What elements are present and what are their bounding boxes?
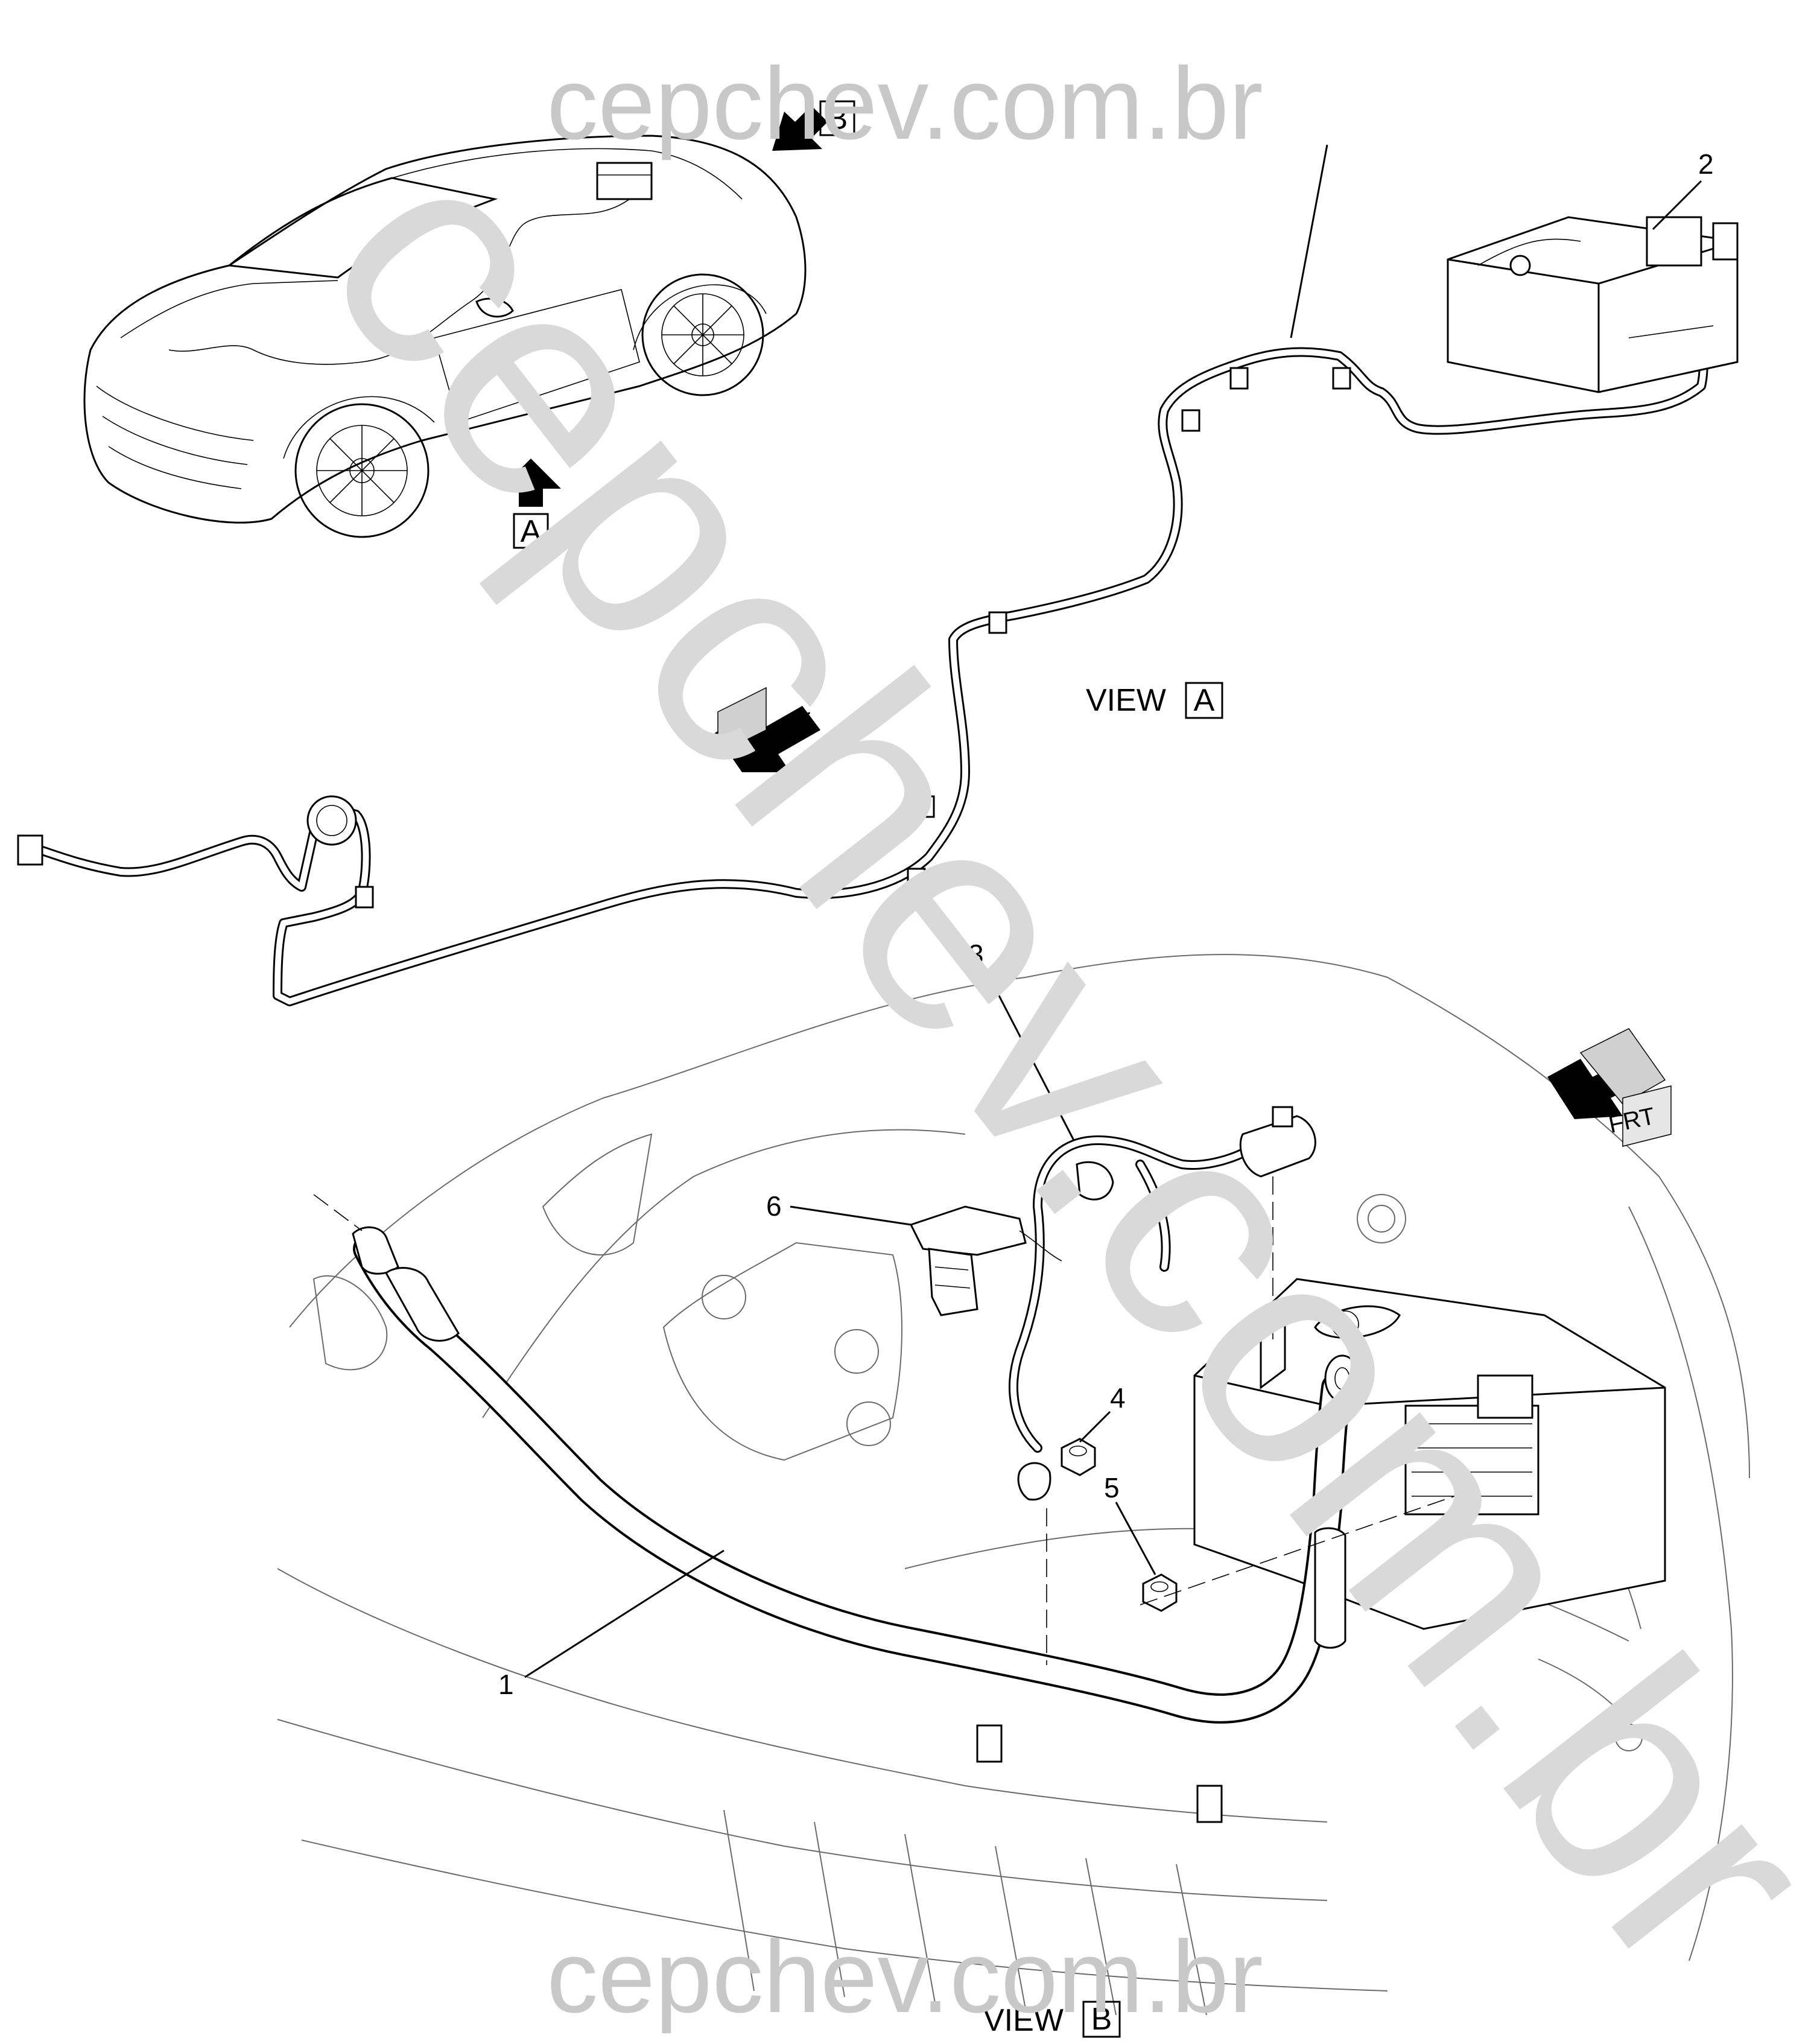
view-b-label: VIEW B bbox=[983, 2001, 1121, 2038]
front-wheel bbox=[294, 403, 430, 538]
callout-2: 2 bbox=[1698, 148, 1714, 180]
callout-4: 4 bbox=[1110, 1382, 1126, 1414]
cable-1 bbox=[313, 1194, 1360, 1823]
view-a-letter: A bbox=[1194, 683, 1215, 718]
trunk-battery-icon bbox=[596, 162, 653, 200]
vehicle-overview bbox=[83, 135, 807, 538]
part-5-nut bbox=[1140, 1490, 1473, 1612]
harness-view-a bbox=[17, 267, 1708, 1006]
part-4-nut bbox=[1061, 1438, 1096, 1476]
frt-arrow-bottom: FRT bbox=[1547, 1028, 1672, 1147]
part-6-sensor bbox=[909, 1205, 1062, 1316]
view-a-arrow-label: A bbox=[521, 514, 542, 549]
view-b-arrow-label: B bbox=[827, 101, 848, 136]
view-a-arrow: A bbox=[501, 459, 561, 549]
callout-6: 6 bbox=[766, 1190, 782, 1222]
callout-5: 5 bbox=[1104, 1472, 1120, 1503]
callout-3: 3 bbox=[968, 939, 984, 970]
rear-wheel bbox=[641, 273, 764, 396]
view-b-letter: B bbox=[1091, 2002, 1112, 2037]
frt-arrow-top: FRT bbox=[715, 687, 820, 772]
watermark-top: cepchev.com.br bbox=[547, 46, 1263, 161]
view-b-arrow: B bbox=[772, 100, 855, 151]
view-b-word: VIEW bbox=[983, 2003, 1064, 2038]
cable-3 bbox=[1009, 1106, 1316, 1665]
view-a-word: VIEW bbox=[1086, 683, 1166, 718]
watermark-bottom: cepchev.com.br bbox=[547, 1920, 1263, 2034]
callout-1: 1 bbox=[498, 1669, 514, 1700]
callouts: 2 3 6 4 5 1 bbox=[498, 144, 1714, 1700]
view-a-label: VIEW A bbox=[1086, 682, 1223, 719]
battery-view-a bbox=[1447, 216, 1739, 393]
